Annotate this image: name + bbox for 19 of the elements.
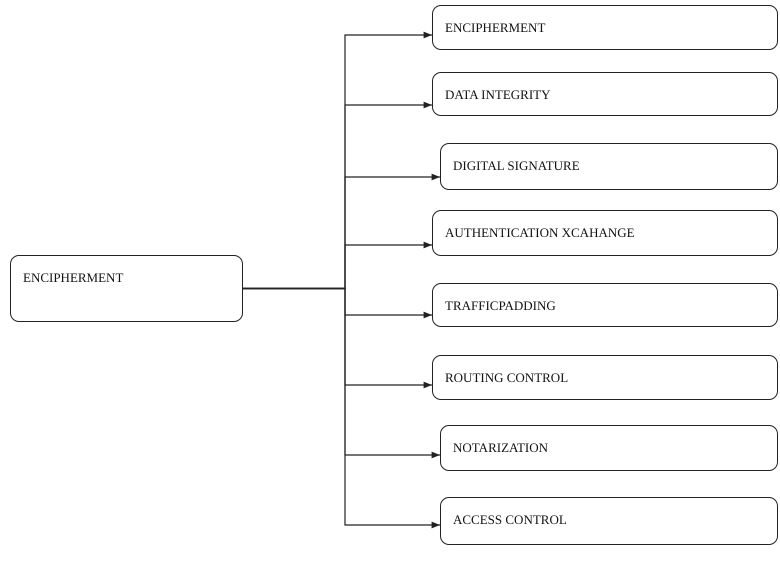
box-label: ACCESS CONTROL bbox=[453, 512, 567, 528]
box-label: ENCIPHERMENT bbox=[445, 20, 546, 36]
box-label: AUTHENTICATION XCAHANGE bbox=[445, 225, 635, 241]
process-box bbox=[432, 283, 778, 327]
process-box bbox=[432, 5, 778, 50]
process-box bbox=[440, 497, 778, 545]
process-box bbox=[440, 143, 778, 190]
box-label: DIGITAL SIGNATURE bbox=[453, 158, 580, 174]
process-box bbox=[432, 72, 778, 116]
process-box bbox=[10, 255, 243, 322]
box-label: ROUTING CONTROL bbox=[445, 370, 568, 386]
arrow bbox=[243, 288, 440, 528]
box-label: TRAFFICPADDING bbox=[445, 298, 556, 314]
process-box bbox=[432, 210, 778, 256]
box-label: ENCIPHERMENT bbox=[23, 270, 124, 286]
box-label: DATA INTEGRITY bbox=[445, 87, 550, 103]
box-label: NOTARIZATION bbox=[453, 440, 548, 456]
process-box bbox=[440, 425, 778, 471]
process-box bbox=[432, 355, 778, 400]
